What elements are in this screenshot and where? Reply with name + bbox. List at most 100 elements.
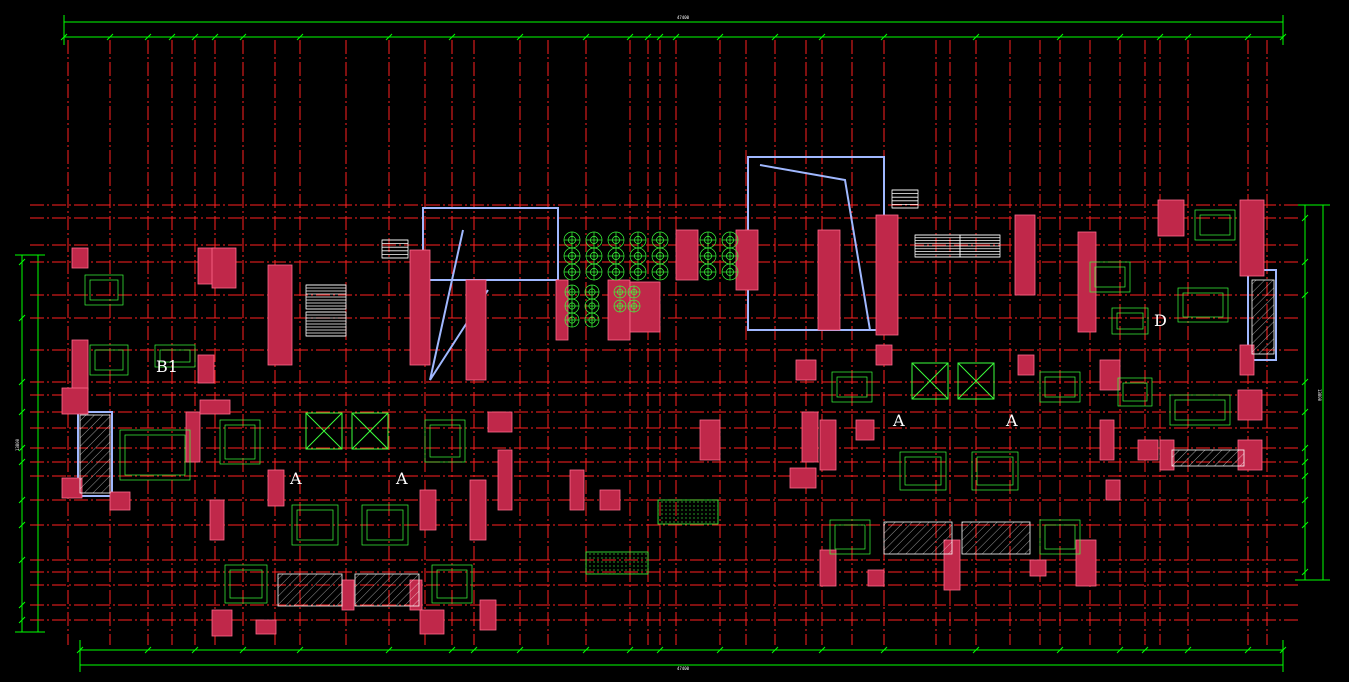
tree-symbol [563, 247, 581, 265]
dim-tick-top [771, 33, 779, 41]
dim-tick-right [1301, 472, 1309, 480]
furniture-item [831, 371, 873, 403]
stair-left [305, 284, 347, 337]
dim-tick-top [385, 33, 393, 41]
tree-symbol [627, 285, 641, 299]
tree-symbol [584, 284, 600, 300]
dim-tick-left [18, 314, 26, 322]
furniture-item [1039, 371, 1081, 403]
furniture-detail [1199, 214, 1231, 236]
furniture-detail [229, 569, 263, 599]
wall-segment [71, 339, 89, 391]
wall-segment [1014, 214, 1036, 296]
tree-symbol [699, 247, 717, 265]
walls [61, 199, 1265, 637]
wall-segment [1017, 354, 1035, 376]
tree-symbol [563, 263, 581, 281]
furniture-detail [904, 456, 942, 486]
dim-tick-left [18, 616, 26, 624]
tree-symbol [613, 299, 627, 313]
wall-segment [469, 479, 487, 541]
unit-label-d: D [1154, 311, 1167, 330]
wall-segment [409, 249, 431, 366]
wall-segment [569, 469, 585, 511]
dim-tick-left [18, 458, 26, 466]
furniture-item [291, 504, 339, 546]
right-overall-dim: 13800 [1317, 389, 1322, 402]
furniture [84, 209, 1236, 604]
dim-tick-bottom [656, 646, 664, 654]
unit-label-a-left-2: A [395, 469, 408, 488]
tree-symbol [721, 247, 739, 265]
dim-tick-top [626, 33, 634, 41]
furniture-detail [89, 279, 119, 301]
dim-tick-bottom [1116, 646, 1124, 654]
dim-tick-bottom [1141, 646, 1149, 654]
top-overall-dim: 47400 [677, 15, 690, 20]
dim-tick-left [18, 258, 26, 266]
dim-tick-left [18, 378, 26, 386]
wall-segment [199, 399, 231, 415]
wall-segment [1099, 419, 1115, 461]
unit-labels: B1 A A A A D [156, 311, 1167, 488]
furniture-item [431, 564, 473, 604]
wall-segment [209, 499, 225, 541]
dim-tick-bottom [448, 646, 456, 654]
tree-symbol [651, 263, 669, 281]
dim-tick-top [168, 33, 176, 41]
furniture-item [1039, 519, 1081, 555]
tree-symbol [721, 231, 739, 249]
furniture-item [1117, 377, 1153, 407]
wall-segment [71, 247, 89, 269]
wall-segment [855, 419, 875, 441]
dimension-ticks [18, 33, 1309, 654]
wall-segment [109, 491, 131, 511]
axis-grid [30, 40, 1300, 645]
dim-tick-top [516, 33, 524, 41]
furniture-detail [1044, 376, 1076, 398]
dim-tick-bottom [296, 646, 304, 654]
tree-symbol [613, 285, 627, 299]
tree-symbol [584, 312, 600, 328]
wall-segment [819, 419, 837, 471]
wall-segment [1029, 559, 1047, 577]
wall-segment [1077, 231, 1097, 333]
dim-tick-bottom [516, 646, 524, 654]
dim-tick-right [1301, 378, 1309, 386]
furniture-item [224, 564, 268, 604]
tree-symbol [584, 298, 600, 314]
dim-tick-right [1301, 521, 1309, 529]
furniture-detail [976, 456, 1014, 486]
wall-segment [607, 279, 631, 341]
tree-symbol [651, 231, 669, 249]
dim-tick-right [1301, 214, 1309, 222]
wall-segment [1075, 539, 1097, 587]
furniture-item [899, 451, 947, 491]
wall-segment [487, 411, 513, 433]
furniture-item [89, 344, 129, 376]
dim-tick-top [1279, 33, 1287, 41]
dim-tick-top [211, 33, 219, 41]
wall-segment [1237, 389, 1263, 421]
furniture-item [1169, 394, 1231, 426]
tree-symbol [721, 263, 739, 281]
wall-segment [875, 214, 899, 336]
wall-segment [419, 609, 445, 635]
furniture-detail [1182, 292, 1224, 318]
furniture-item [154, 344, 196, 368]
dim-tick-bottom [1279, 646, 1287, 654]
dim-tick-left [18, 601, 26, 609]
tree-symbol [564, 298, 580, 314]
dim-tick-bottom [385, 646, 393, 654]
dim-tick-bottom [239, 646, 247, 654]
furniture-detail [834, 524, 866, 550]
furniture-detail [1122, 382, 1148, 402]
wall-segment [1239, 344, 1255, 376]
furniture-item [829, 519, 871, 555]
dim-tick-right [1301, 458, 1309, 466]
wall-segment [555, 279, 569, 341]
wall-segment [819, 549, 837, 587]
tree-symbol [651, 247, 669, 265]
dim-tick-bottom [880, 646, 888, 654]
furniture-item [1089, 261, 1131, 293]
